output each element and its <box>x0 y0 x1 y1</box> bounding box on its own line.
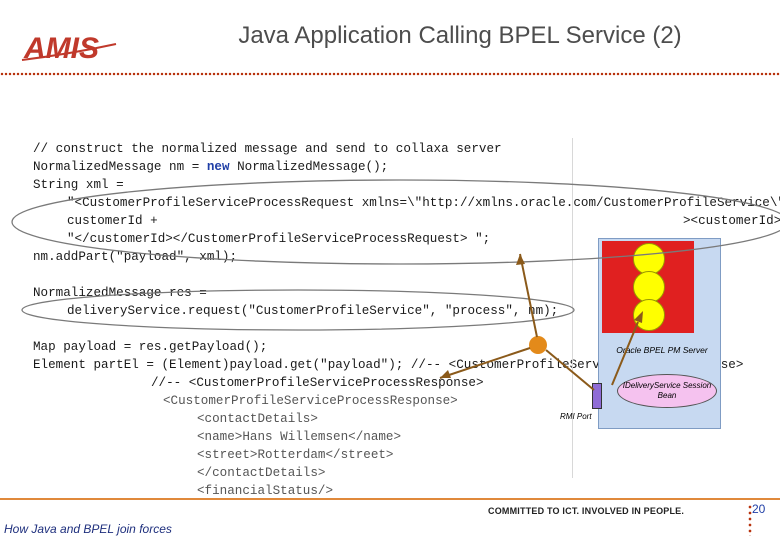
code-fragment: ><customerId>" + <box>683 214 780 228</box>
code-fragment: customerId + <box>67 214 158 228</box>
logo-text: AMIS <box>23 32 99 65</box>
code-line: deliveryService.request("CustomerProfile… <box>67 304 559 318</box>
code-line: <contactDetails> <box>197 412 318 426</box>
code-line: <CustomerProfileServiceProcessResponse> <box>163 394 458 408</box>
amis-logo: AMIS <box>20 24 120 72</box>
highlight-ellipse-request <box>11 179 780 265</box>
arrow-to-process <box>611 321 639 386</box>
code-line: "</customerId></CustomerProfileServicePr… <box>67 232 491 246</box>
code-line: "<CustomerProfileServiceProcessRequest x… <box>67 196 780 210</box>
dotted-divider <box>0 72 780 76</box>
arrow-to-request <box>519 253 538 338</box>
rmi-port-label: RMI Port <box>560 412 592 421</box>
code-line: nm.addPart("payload", xml); <box>33 250 238 264</box>
arrow-to-rmi <box>545 349 595 391</box>
rmi-port <box>592 383 602 409</box>
code-line: // construct the normalized message and … <box>33 142 502 156</box>
code-line: Map payload = res.getPayload(); <box>33 340 268 354</box>
footer-divider <box>0 498 780 500</box>
code-line: <name>Hans Willemsen</name> <box>197 430 402 444</box>
code-line: NormalizedMessage res = <box>33 286 207 300</box>
footer-tagline: COMMITTED TO ICT. INVOLVED IN PEOPLE. <box>488 506 685 516</box>
amis-logo-graphic: AMIS <box>21 32 117 65</box>
process-node-circle <box>633 299 665 331</box>
footer-subtitle: How Java and BPEL join forces <box>4 522 172 536</box>
server-label: Oracle BPEL PM Server <box>616 345 708 355</box>
code-line: //-- <CustomerProfileServiceProcessRespo… <box>151 376 484 390</box>
session-bean: IDeliveryService Session Bean <box>617 374 717 408</box>
arrow-to-code <box>439 347 531 379</box>
slide-title: Java Application Calling BPEL Service (2… <box>238 22 682 49</box>
code-line: <street>Rotterdam</street> <box>197 448 394 462</box>
highlight-ellipse-call <box>21 289 575 331</box>
process-node-circle <box>633 271 665 303</box>
code-line: NormalizedMessage nm = new NormalizedMes… <box>33 160 389 174</box>
connector-dot <box>529 336 547 354</box>
page-number: 20 <box>752 502 766 516</box>
code-line: String xml = <box>33 178 124 192</box>
code-line: </contactDetails> <box>197 466 326 480</box>
code-line: <financialStatus/> <box>197 484 334 498</box>
code-line: customerId + ><customerId>" + <box>33 212 780 230</box>
footer-dots <box>748 504 752 536</box>
